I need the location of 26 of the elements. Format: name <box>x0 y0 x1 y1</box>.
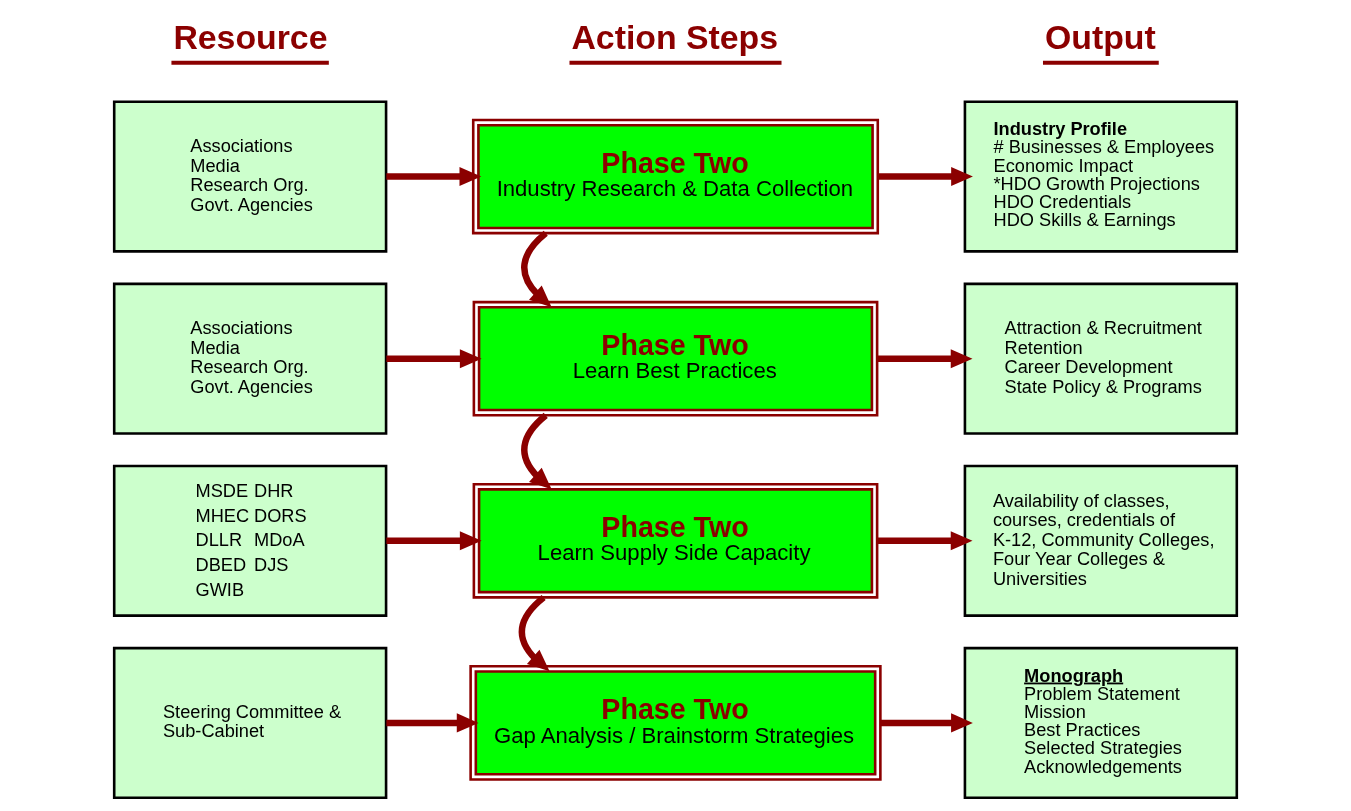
node-box: MSDE DHR MHEC DORS DLLR MDoA DBED DJS GWIB <box>112 464 388 617</box>
arrow <box>521 412 552 490</box>
arrow <box>877 531 973 551</box>
arrow <box>386 349 482 369</box>
arrow <box>386 531 482 551</box>
node-box: Industry Profile # Businesses & Employees Economic Impact *HDO Growth Projections HDO Credentials HDO Skills & Earnings <box>963 100 1239 253</box>
node-box: Associations Media Research Org. Govt. Agencies <box>112 282 388 435</box>
label: Resource <box>173 17 328 56</box>
node-box: Phase Two Learn Supply Side Capacity <box>472 482 879 599</box>
node-box: Attraction & Recruitment Retention Career Development State Policy & Programs <box>963 282 1239 435</box>
node-box: Monograph Problem Statement Mission Best Practices Selected Strategies Acknowledgements <box>963 646 1239 799</box>
arrow <box>880 713 973 733</box>
node-box: Phase Two Industry Research & Data Collection <box>471 118 880 235</box>
node-box: Phase Two Gap Analysis / Brainstorm Strategies <box>469 665 882 781</box>
node-box: Phase Two Learn Best Practices <box>472 300 879 417</box>
arrow <box>518 595 550 672</box>
node-box: Associations Media Research Org. Govt. Agencies <box>112 100 388 253</box>
arrow <box>386 713 479 733</box>
arrow <box>521 230 552 308</box>
arrow <box>878 167 973 187</box>
arrow <box>386 167 482 187</box>
node-box: Availability of classes, courses, credentials of K-12, Community Colleges, Four Year Colleges & Universities <box>963 464 1239 617</box>
label: Action Steps <box>571 17 779 56</box>
node-box: Steering Committee & Sub-Cabinet <box>112 646 388 799</box>
arrow <box>877 349 973 369</box>
label: Output <box>1044 17 1156 56</box>
